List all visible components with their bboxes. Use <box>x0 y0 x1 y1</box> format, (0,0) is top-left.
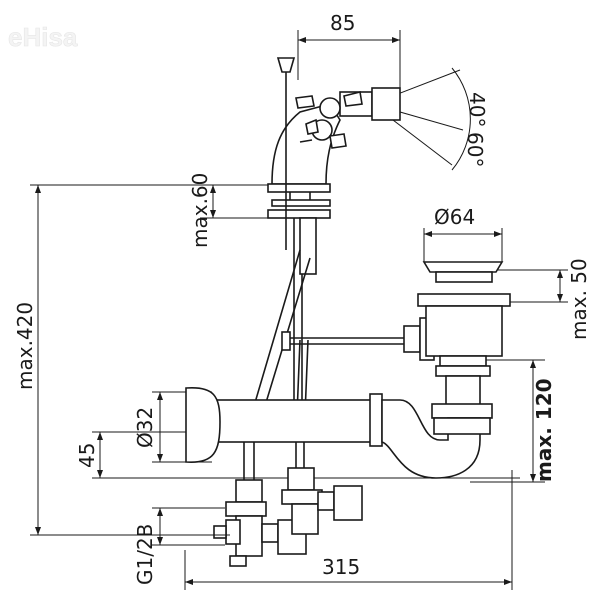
angle-valve-left <box>213 479 307 567</box>
popup-linkage <box>281 317 435 361</box>
dimension-angle-40: 40° <box>465 92 489 127</box>
dimension-max-50: max. 50 <box>567 258 591 340</box>
supply-hoses <box>243 249 311 480</box>
dimension-max-120: max. 120 <box>532 378 556 482</box>
dimension-g12b: G1/2B <box>133 524 157 585</box>
dimension-max-420: max.420 <box>13 302 37 390</box>
angle-valve-right <box>281 467 363 535</box>
dimension-d64: Ø64 <box>434 205 475 229</box>
faucet-body <box>267 57 401 400</box>
watermark-logo: eHisa <box>8 22 78 52</box>
dimension-85: 85 <box>330 11 355 35</box>
dimension-315: 315 <box>322 555 360 579</box>
dimension-angle-60: 60° <box>463 132 487 167</box>
drain-waste <box>417 261 511 419</box>
dimension-lines <box>30 30 568 590</box>
dimension-d32: Ø32 <box>133 407 157 448</box>
dimension-max-60: max.60 <box>188 173 212 248</box>
dimension-45: 45 <box>75 443 99 468</box>
siphon-trap <box>185 386 491 479</box>
